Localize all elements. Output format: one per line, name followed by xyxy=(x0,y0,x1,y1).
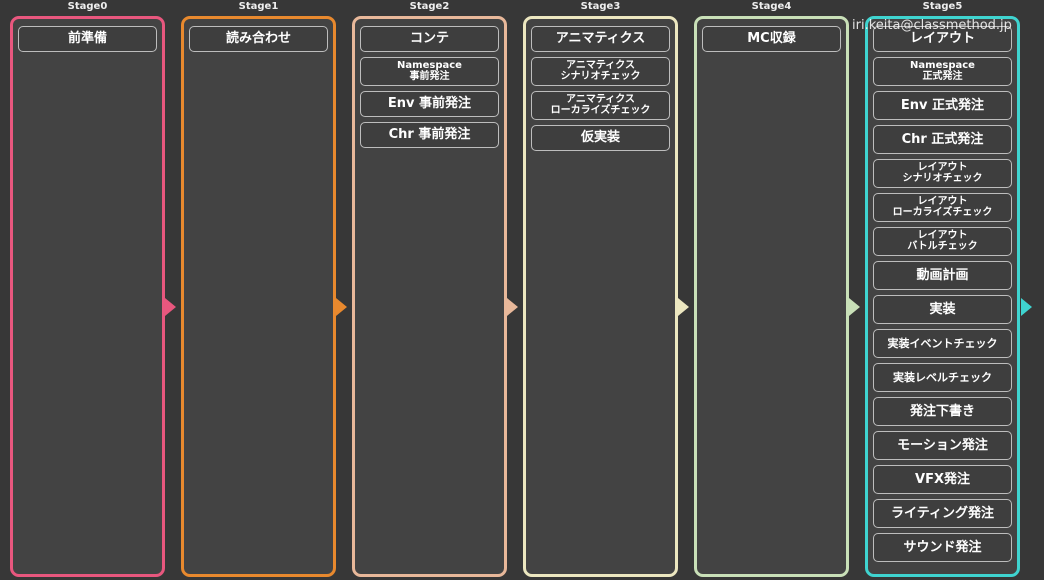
stage-label-5: Stage5 xyxy=(922,1,963,12)
task-item: 動画計画 xyxy=(873,261,1012,290)
arrow-right-icon xyxy=(678,298,689,316)
stage-column-3: アニマティクス アニマティクス シナリオチェック アニマティクス ローカライズチ… xyxy=(523,16,678,577)
task-item: MC収録 xyxy=(702,26,841,52)
task-item: Env 正式発注 xyxy=(873,91,1012,120)
task-item: VFX発注 xyxy=(873,465,1012,494)
task-item: Namespace 正式発注 xyxy=(873,57,1012,86)
task-item: レイアウト シナリオチェック xyxy=(873,159,1012,188)
arrow-right-icon xyxy=(849,298,860,316)
stage-column-4: MC収録 xyxy=(694,16,849,577)
task-item: アニマティクス ローカライズチェック xyxy=(531,91,670,120)
task-item: アニマティクス xyxy=(531,26,670,52)
task-item: Chr 正式発注 xyxy=(873,125,1012,154)
task-item: 仮実装 xyxy=(531,125,670,151)
task-item: モーション発注 xyxy=(873,431,1012,460)
task-item: サウンド発注 xyxy=(873,533,1012,562)
task-item: Env 事前発注 xyxy=(360,91,499,117)
task-item: ライティング発注 xyxy=(873,499,1012,528)
task-item: 実装レベルチェック xyxy=(873,363,1012,392)
stage-label-1: Stage1 xyxy=(238,1,279,12)
stage-column-2: コンテ Namespace 事前発注 Env 事前発注 Chr 事前発注 xyxy=(352,16,507,577)
task-item: Namespace 事前発注 xyxy=(360,57,499,86)
task-item: 実装 xyxy=(873,295,1012,324)
arrow-right-icon xyxy=(165,298,176,316)
stage-column-1: 読み合わせ xyxy=(181,16,336,577)
arrow-right-icon xyxy=(507,298,518,316)
task-item: レイアウト xyxy=(873,26,1012,52)
stage-column-0: 前準備 xyxy=(10,16,165,577)
task-item: 発注下書き xyxy=(873,397,1012,426)
arrow-right-icon xyxy=(1021,298,1032,316)
stage-label-4: Stage4 xyxy=(751,1,792,12)
stage-label-2: Stage2 xyxy=(409,1,450,12)
task-item: レイアウト ローカライズチェック xyxy=(873,193,1012,222)
task-item: アニマティクス シナリオチェック xyxy=(531,57,670,86)
stage-label-3: Stage3 xyxy=(580,1,621,12)
task-item: 読み合わせ xyxy=(189,26,328,52)
stage-label-0: Stage0 xyxy=(67,1,108,12)
task-item: レイアウト バトルチェック xyxy=(873,227,1012,256)
task-item: 前準備 xyxy=(18,26,157,52)
task-item: コンテ xyxy=(360,26,499,52)
task-item: Chr 事前発注 xyxy=(360,122,499,148)
stage-column-5: レイアウト Namespace 正式発注 Env 正式発注 Chr 正式発注 レ… xyxy=(865,16,1020,577)
watermark: iri.keita@classmethod.jp xyxy=(852,18,1012,33)
task-item: 実装イベントチェック xyxy=(873,329,1012,358)
arrow-right-icon xyxy=(336,298,347,316)
